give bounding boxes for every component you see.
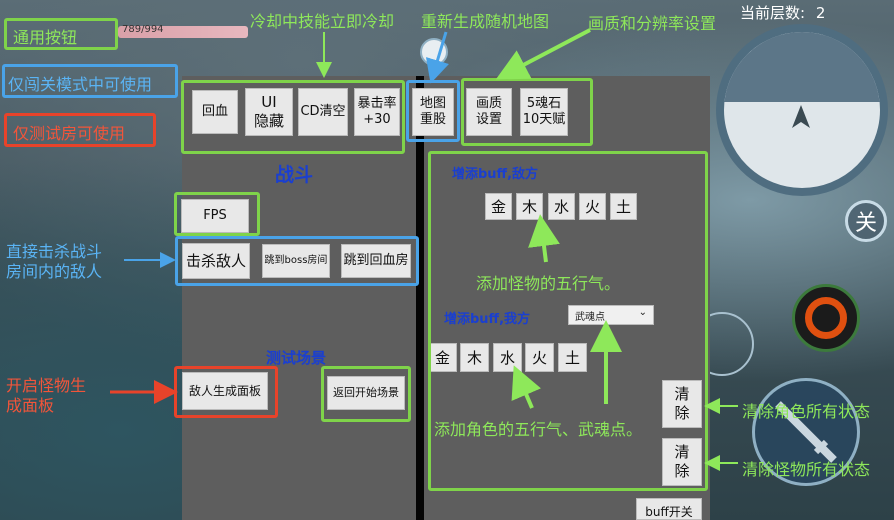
legend-test-box bbox=[4, 113, 156, 147]
spawn-panel-annotation: 开启怪物生 成面板 bbox=[6, 376, 87, 415]
heal-button[interactable]: 回血 bbox=[192, 90, 238, 134]
attack-sword-button[interactable] bbox=[752, 378, 860, 486]
battle-level-box bbox=[175, 236, 419, 286]
panel-divider bbox=[416, 76, 424, 520]
goto-heal-room-button[interactable]: 跳到回血房 bbox=[341, 244, 411, 278]
hide-ui-button[interactable]: UI 隐藏 bbox=[245, 88, 293, 136]
graphics-box bbox=[461, 78, 593, 146]
legend-level-label: 仅闯关模式中可使用 bbox=[8, 75, 153, 94]
clear-player-annotation: 清除角色所有状态 bbox=[742, 402, 871, 421]
soulstone-talent-button[interactable]: 5魂石 10天赋 bbox=[520, 88, 568, 136]
graphics-settings-button[interactable]: 画质 设置 bbox=[466, 88, 512, 136]
kill-enemies-button[interactable]: 击杀敌人 bbox=[182, 243, 250, 279]
clear-player-status-button[interactable]: 清 除 bbox=[662, 380, 702, 428]
floor-indicator: 当前层数: 2 bbox=[740, 2, 825, 23]
player-marker-icon bbox=[792, 105, 810, 128]
enemy-elements-annotation: 添加怪物的五行气。 bbox=[476, 274, 621, 293]
battle-title: 战斗 bbox=[275, 164, 314, 186]
player-elements-annotation: 添加角色的五行气、武魂点。 bbox=[434, 420, 643, 439]
clear-monster-status-button[interactable]: 清 除 bbox=[662, 438, 702, 486]
buff-panel-box bbox=[428, 151, 708, 491]
minimap-fog bbox=[724, 32, 880, 103]
skill-fire-ring-button[interactable] bbox=[792, 284, 860, 352]
player-element-earth-button[interactable]: 土 bbox=[558, 343, 587, 372]
floor-label: 当前层数: bbox=[740, 4, 806, 22]
fire-ring-icon bbox=[805, 297, 847, 339]
buff-player-title: 增添buff,我方 bbox=[444, 312, 531, 327]
floor-value: 2 bbox=[815, 4, 826, 22]
player-element-metal-button[interactable]: 金 bbox=[428, 343, 457, 372]
player-element-wood-button[interactable]: 木 bbox=[460, 343, 489, 372]
close-button[interactable]: 关 bbox=[845, 200, 887, 242]
regen-map-annotation: 重新生成随机地图 bbox=[421, 12, 550, 31]
graphics-annotation: 画质和分辨率设置 bbox=[588, 14, 717, 33]
joystick-icon[interactable] bbox=[420, 38, 448, 66]
hp-text: 789/994 bbox=[122, 24, 164, 35]
kill-enemies-annotation: 直接击杀战斗 房间内的敌人 bbox=[6, 242, 103, 281]
map-reset-button[interactable]: 地图 重股 bbox=[412, 88, 454, 136]
cd-clear-button[interactable]: CD清空 bbox=[298, 88, 348, 136]
goto-boss-room-button[interactable]: 跳到boss房间 bbox=[262, 244, 330, 278]
hp-bar: 789/994 bbox=[118, 24, 248, 38]
chevron-down-icon: ⌄ bbox=[638, 307, 647, 318]
minimap[interactable] bbox=[716, 24, 888, 196]
crit-rate-button[interactable]: 暴击率 +30 bbox=[354, 88, 400, 136]
legend-level-box bbox=[2, 64, 178, 98]
map-reset-box bbox=[406, 80, 460, 142]
toolbar-general-box bbox=[181, 80, 405, 154]
buff-toggle-button[interactable]: buff开关 bbox=[636, 498, 702, 520]
cooldown-annotation: 冷却中技能立即冷却 bbox=[250, 12, 395, 31]
test-scene-title: 测试场景 bbox=[266, 349, 327, 367]
debug-panel-left bbox=[182, 76, 416, 520]
fps-button[interactable]: FPS bbox=[181, 199, 249, 233]
legend-general-box bbox=[4, 18, 118, 50]
enemy-spawn-panel-button[interactable]: 敌人生成面板 bbox=[182, 372, 268, 410]
legend-test-label: 仅测试房可使用 bbox=[13, 124, 126, 143]
enemy-element-metal-button[interactable]: 金 bbox=[485, 193, 512, 220]
enemy-element-fire-button[interactable]: 火 bbox=[579, 193, 606, 220]
return-start-scene-button[interactable]: 返回开始场景 bbox=[327, 376, 405, 410]
legend-general-label: 通用按钮 bbox=[13, 28, 78, 47]
fps-box bbox=[174, 192, 260, 236]
player-element-water-button[interactable]: 水 bbox=[493, 343, 522, 372]
dropdown-value: 武魂点 bbox=[575, 311, 605, 323]
clear-monster-annotation: 清除怪物所有状态 bbox=[742, 460, 871, 479]
spawn-panel-box bbox=[174, 366, 278, 418]
buff-enemy-title: 增添buff,敌方 bbox=[452, 167, 539, 182]
sword-icon bbox=[775, 401, 837, 463]
enemy-element-earth-button[interactable]: 土 bbox=[610, 193, 637, 220]
return-start-box bbox=[321, 366, 411, 422]
